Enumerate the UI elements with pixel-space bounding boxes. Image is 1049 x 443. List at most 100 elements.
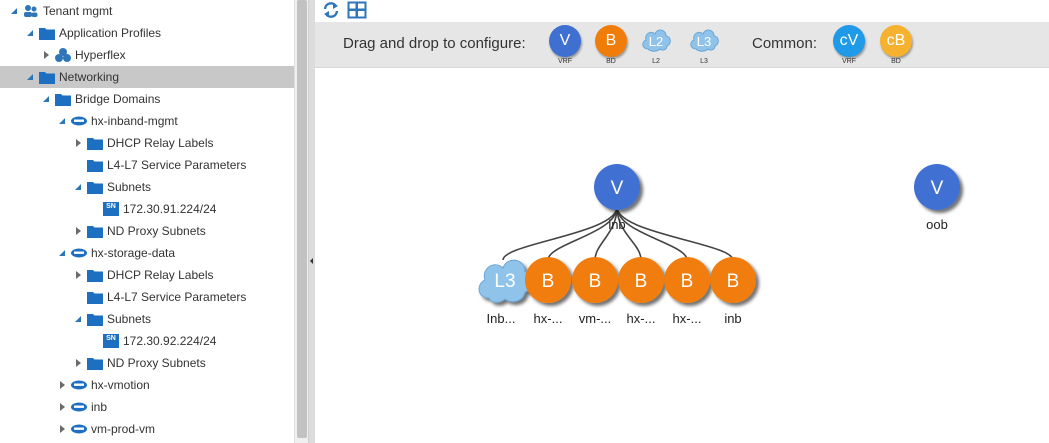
expanded-arrow-icon[interactable] <box>72 308 84 330</box>
subnet-icon: SN <box>103 201 119 217</box>
tree-item-label: Tenant mgmt <box>43 4 113 18</box>
bridge-domain-node-letter: B <box>589 271 602 292</box>
tree-item[interactable]: hx-inband-mgmt <box>0 110 294 132</box>
tree-item[interactable]: L4-L7 Service Parameters <box>0 286 294 308</box>
tree-item[interactable]: hx-storage-data <box>0 242 294 264</box>
bridge-domain-node-letter: B <box>727 271 740 292</box>
collapsed-arrow-icon[interactable] <box>72 220 84 242</box>
drag-drop-label: Drag and drop to configure: <box>343 35 526 52</box>
collapsed-arrow-icon[interactable] <box>56 374 68 396</box>
palette-item-caption: BD <box>606 58 616 65</box>
tree-scrollbar[interactable] <box>294 0 309 443</box>
tree-item[interactable]: ND Proxy Subnets <box>0 352 294 374</box>
folder-icon <box>87 289 103 305</box>
tree-item[interactable]: inb <box>0 396 294 418</box>
palette-item-caption: VRF <box>558 58 572 65</box>
tree-scroll-thumb[interactable] <box>297 0 307 438</box>
tree-item[interactable]: Application Profiles <box>0 22 294 44</box>
refresh-button[interactable] <box>321 0 341 20</box>
tree-item[interactable]: DHCP Relay Labels <box>0 132 294 154</box>
tree-item[interactable]: L4-L7 Service Parameters <box>0 154 294 176</box>
palette-item-letter: cB <box>886 32 906 49</box>
tree-item[interactable]: Hyperflex <box>0 44 294 66</box>
l3out-node-letter: L3 <box>494 271 515 292</box>
tree-item[interactable]: Bridge Domains <box>0 88 294 110</box>
tree-item[interactable]: Networking <box>0 66 294 88</box>
collapsed-arrow-icon[interactable] <box>40 44 52 66</box>
tree-item-label: Subnets <box>107 180 152 194</box>
folder-icon <box>87 179 103 195</box>
tree-item-label: hx-storage-data <box>91 246 176 260</box>
tree-item[interactable]: DHCP Relay Labels <box>0 264 294 286</box>
tree-item[interactable]: vm-prod-vm <box>0 418 294 440</box>
bridge-domain-node[interactable]: Bvm-... <box>572 257 618 326</box>
expanded-arrow-icon[interactable] <box>24 22 36 44</box>
collapsed-arrow-icon[interactable] <box>56 418 68 440</box>
bridge-domain-icon <box>71 377 87 393</box>
folder-icon <box>87 267 103 283</box>
collapsed-arrow-icon[interactable] <box>72 132 84 154</box>
expanded-arrow-icon[interactable] <box>40 88 52 110</box>
palette-item-letter: B <box>605 32 617 49</box>
palette-item-caption: VRF <box>842 58 856 65</box>
topology-toolbar <box>315 0 1049 20</box>
tree-item[interactable]: Subnets <box>0 308 294 330</box>
expanded-arrow-icon[interactable] <box>24 66 36 88</box>
tree-item[interactable]: ND Proxy Subnets <box>0 220 294 242</box>
bridge-domain-node[interactable]: Bhx-... <box>664 257 710 326</box>
expanded-arrow-icon[interactable] <box>56 242 68 264</box>
bridge-domain-node-letter: B <box>681 271 694 292</box>
tree-item[interactable]: SN 172.30.92.224/24 <box>0 330 294 352</box>
palette-item-vrf[interactable]: V VRF <box>545 25 585 67</box>
bridge-domain-node-label: vm-... <box>579 311 612 326</box>
folder-icon <box>39 69 55 85</box>
subnet-badge-text: SN <box>106 203 116 210</box>
topology-links <box>502 206 734 261</box>
tree-item-label: Bridge Domains <box>75 92 161 106</box>
tree-item-label: ND Proxy Subnets <box>107 356 206 370</box>
tree-item-label: hx-inband-mgmt <box>91 114 178 128</box>
tree-item-label: hx-vmotion <box>91 378 150 392</box>
tree-item[interactable]: Subnets <box>0 176 294 198</box>
tree-item[interactable]: Tenant mgmt <box>0 0 294 22</box>
palette-item-letter: L3 <box>696 33 712 49</box>
app-profile-icon <box>55 47 71 63</box>
refresh-icon <box>323 2 339 18</box>
collapsed-arrow-icon[interactable] <box>72 264 84 286</box>
bridge-domain-node-shape <box>664 257 710 303</box>
topology-canvas: VinbVoobL3Inb...Bhx-...Bvm-...Bhx-...Bhx… <box>478 164 960 326</box>
tree-item[interactable]: hx-vmotion <box>0 374 294 396</box>
expanded-arrow-icon[interactable] <box>8 0 20 22</box>
collapsed-arrow-icon[interactable] <box>56 396 68 418</box>
palette-item-letter: V <box>559 32 571 49</box>
layout-icon <box>347 1 367 19</box>
tree-item-label: Hyperflex <box>75 48 126 62</box>
tree-item-label: ND Proxy Subnets <box>107 224 206 238</box>
tree-item-label: Networking <box>59 70 120 84</box>
expanded-arrow-icon[interactable] <box>72 176 84 198</box>
collapsed-arrow-icon[interactable] <box>72 352 84 374</box>
bridge-domain-node[interactable]: Bhx-... <box>618 257 664 326</box>
subnet-badge-text: SN <box>106 335 116 342</box>
expanded-arrow-icon[interactable] <box>56 110 68 132</box>
palette-item-bd[interactable]: B BD <box>591 25 631 67</box>
vrf-node-shape <box>594 164 640 210</box>
collapse-arrow-icon[interactable] <box>310 258 313 264</box>
bridge-domain-node-label: hx-... <box>673 311 702 326</box>
bridge-domain-icon <box>71 399 87 415</box>
tree-item-label: 172.30.92.224/24 <box>123 334 217 348</box>
bridge-domain-node[interactable]: Bhx-... <box>525 257 571 326</box>
layout-button[interactable] <box>347 1 367 19</box>
vrf-node-label: oob <box>926 217 948 232</box>
l3out-node[interactable]: L3Inb... <box>478 259 533 326</box>
bridge-domain-node-label: hx-... <box>627 311 656 326</box>
